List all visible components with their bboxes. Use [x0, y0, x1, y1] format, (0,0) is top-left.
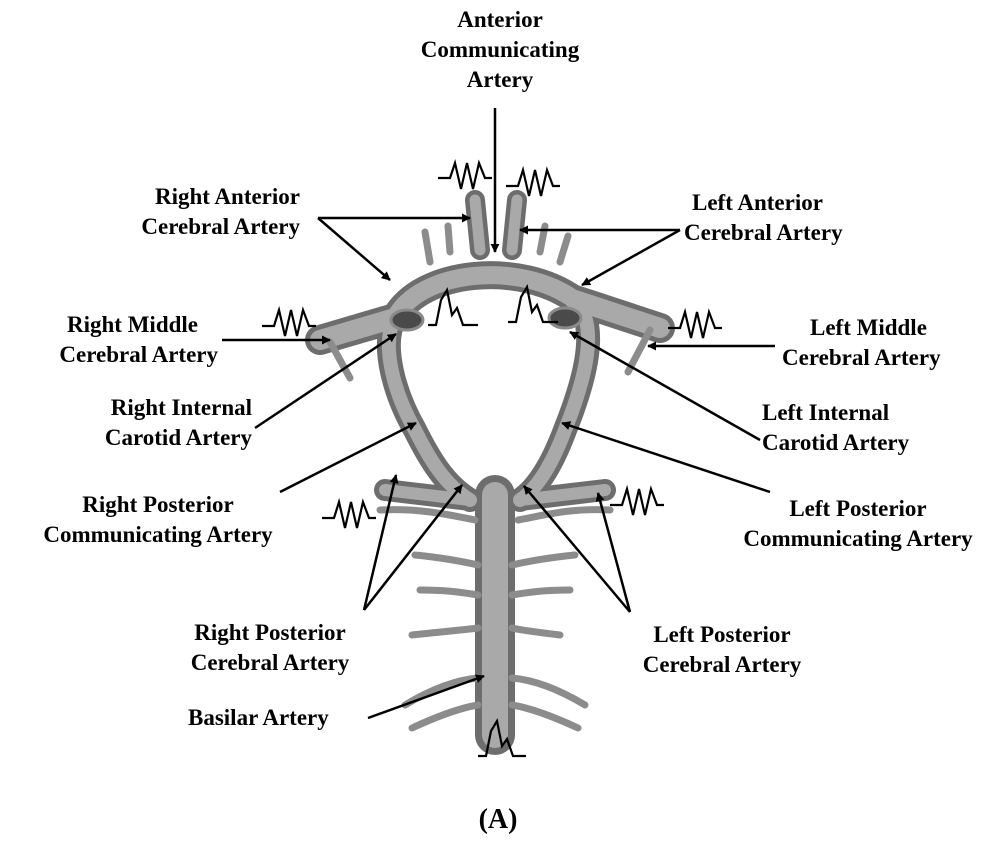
label-left-posterior-communicating-artery: Left Posterior Communicating Artery [712, 494, 1004, 554]
label-right-middle-cerebral-artery: Right Middle Cerebral Artery [0, 310, 218, 370]
resistance-waveform-pca-right [322, 502, 376, 528]
figure-caption: (A) [443, 803, 553, 837]
label-right-anterior-cerebral-artery: Right Anterior Cerebral Artery [80, 182, 300, 242]
arrow-left-internal-carotid [570, 332, 760, 440]
arrow-right-anterior-cerebral-lower [318, 218, 390, 280]
label-left-middle-cerebral-artery: Left Middle Cerebral Artery [782, 313, 1002, 373]
label-left-internal-carotid-artery: Left Internal Carotid Artery [762, 398, 982, 458]
resistance-waveform-pca-left [610, 489, 664, 515]
arrow-left-anterior-cerebral-lower [582, 230, 680, 285]
label-right-internal-carotid-artery: Right Internal Carotid Artery [40, 393, 252, 453]
label-left-anterior-cerebral-artery: Left Anterior Cerebral Artery [684, 188, 904, 248]
label-basilar-artery: Basilar Artery [188, 703, 388, 733]
resistance-waveform-mca-left [668, 312, 722, 338]
label-left-posterior-cerebral-artery: Left Posterior Cerebral Artery [612, 620, 832, 680]
label-right-posterior-communicating-artery: Right Posterior Communicating Artery [8, 490, 308, 550]
label-anterior-communicating-artery: Anterior Communicating Artery [390, 5, 610, 95]
label-right-posterior-cerebral-artery: Right Posterior Cerebral Artery [160, 618, 380, 678]
resistance-waveform-aca-right [438, 163, 492, 189]
